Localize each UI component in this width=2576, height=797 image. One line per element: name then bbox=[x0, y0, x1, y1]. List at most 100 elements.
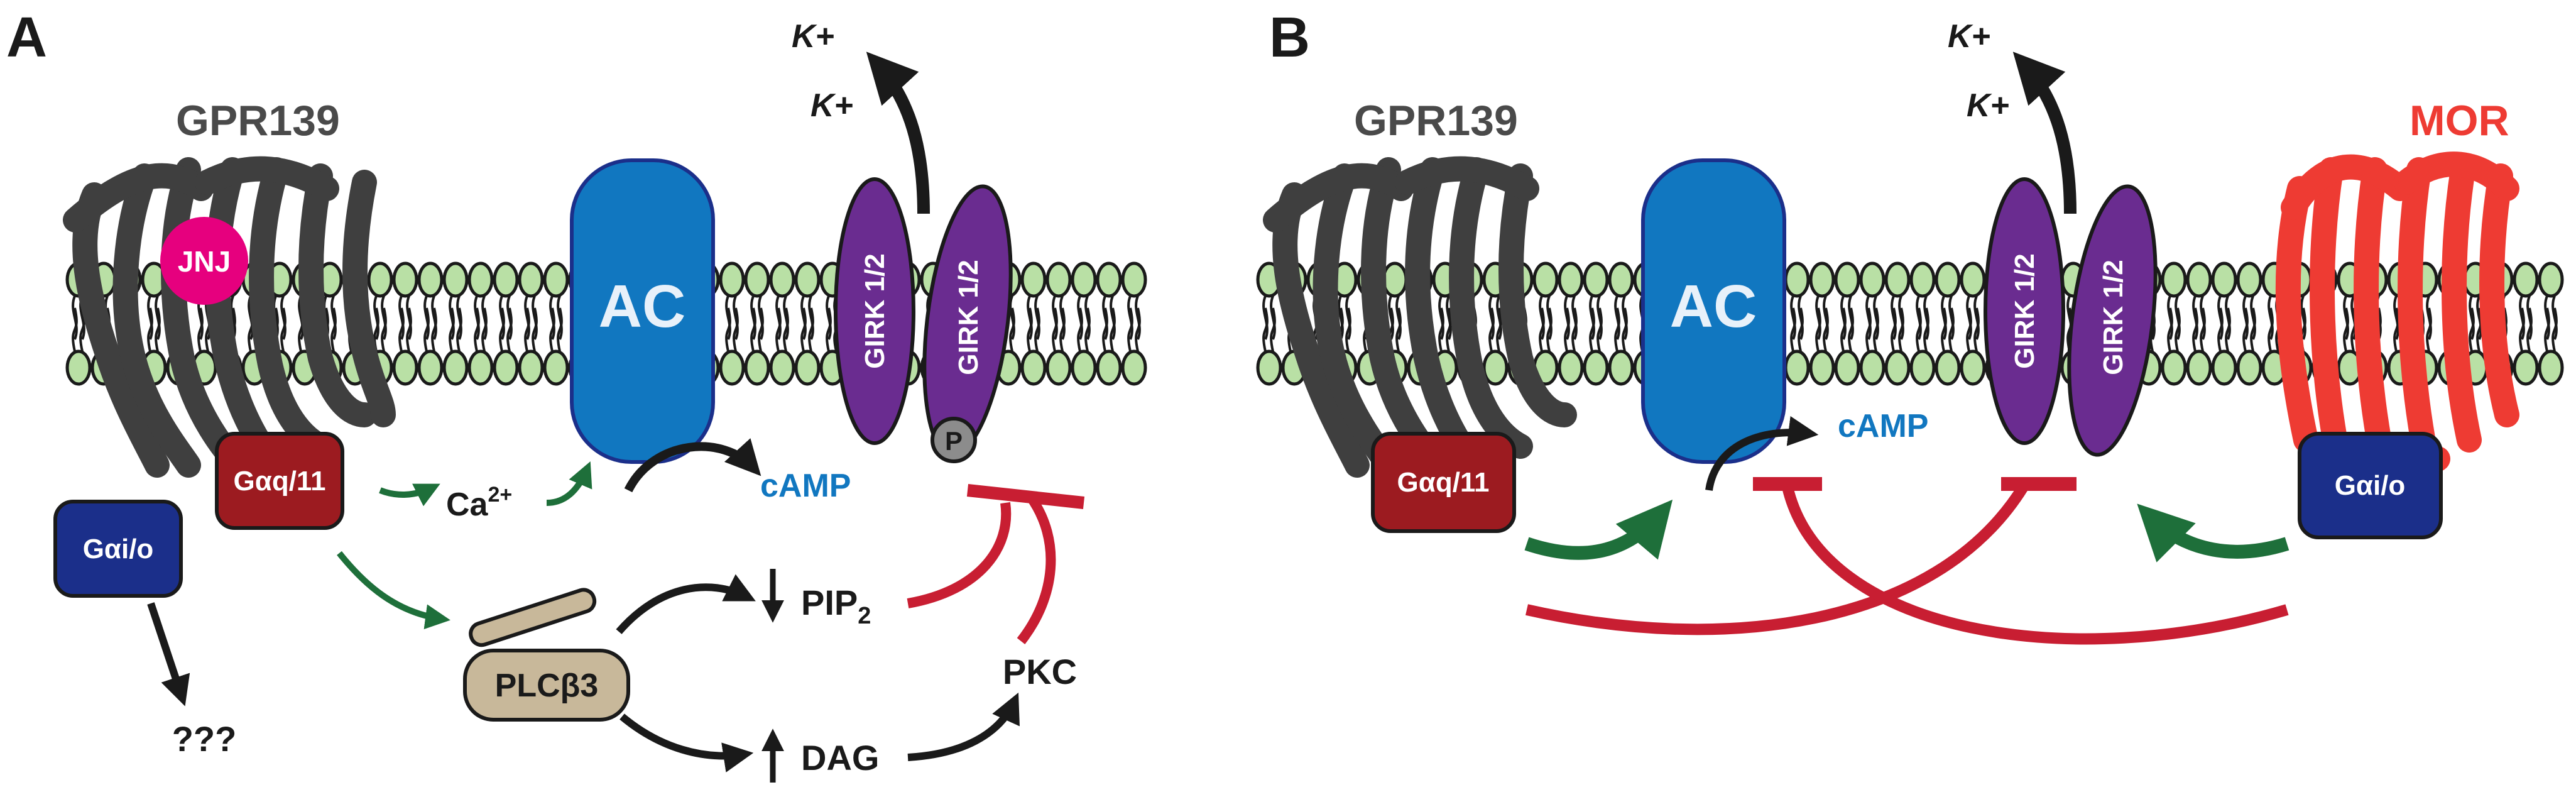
lipid-tail bbox=[398, 295, 405, 340]
lipid-tail bbox=[1614, 307, 1620, 352]
arrow-plc-to-pip2 bbox=[616, 574, 756, 634]
lipid-tail bbox=[373, 295, 379, 340]
lipid-head bbox=[1256, 349, 1282, 386]
lipid-tail bbox=[532, 295, 538, 340]
lipid-head bbox=[518, 349, 544, 386]
lipid-tail bbox=[1798, 295, 1804, 340]
lipid-tail bbox=[1077, 307, 1083, 352]
lipid-tail bbox=[1077, 295, 1083, 340]
lipid-tail bbox=[1135, 307, 1141, 352]
lipid-head bbox=[392, 261, 418, 298]
arrow-ac-to-camp bbox=[624, 438, 761, 493]
lipid-tail bbox=[750, 295, 756, 340]
lipid-tail bbox=[1027, 307, 1033, 352]
lipid-tail bbox=[1546, 295, 1553, 340]
lipid-tail bbox=[1034, 295, 1040, 340]
lipid-tail bbox=[1966, 307, 1972, 352]
g-alpha-i-box-a bbox=[53, 500, 183, 598]
lipid-head bbox=[1935, 349, 1961, 386]
lipid-tail bbox=[1488, 295, 1495, 340]
lipid-tail bbox=[330, 307, 337, 352]
lipid-tail bbox=[1102, 307, 1108, 352]
panel-label-a: A bbox=[6, 6, 47, 69]
lipid-tail bbox=[1446, 295, 1452, 340]
pip2-label: PIP2 bbox=[801, 583, 871, 629]
lipid-tail bbox=[330, 295, 337, 340]
lipid-tail bbox=[1873, 295, 1879, 340]
lipid-head bbox=[1784, 261, 1810, 298]
lipid-tail bbox=[783, 307, 789, 352]
lipid-head bbox=[417, 261, 444, 298]
lipid-head bbox=[1558, 261, 1584, 298]
lipid-head bbox=[1960, 349, 1986, 386]
lipid-tail bbox=[1873, 307, 1879, 352]
lipid-tail bbox=[2268, 307, 2274, 352]
panel-a: A GPR139 JNJ Gαq/11 Gαi/o ??? AC bbox=[6, 6, 1085, 783]
lipid-tail bbox=[2393, 295, 2399, 340]
girk-label-b-1: GIRK 1/2 bbox=[2009, 253, 2040, 368]
lipid-head bbox=[1583, 261, 1609, 298]
lipid-tail bbox=[1135, 295, 1141, 340]
arrow-gq-to-plc bbox=[337, 551, 450, 630]
lipid-head bbox=[2538, 349, 2564, 386]
lipid-tail bbox=[549, 307, 555, 352]
lipid-tail bbox=[1614, 295, 1620, 340]
lipid-head bbox=[417, 349, 444, 386]
lipid-tail bbox=[2268, 295, 2274, 340]
lipid-tail bbox=[1823, 307, 1829, 352]
lipid-tail bbox=[1815, 307, 1821, 352]
receptor-title-b: GPR139 bbox=[1354, 97, 1518, 145]
lipid-head bbox=[1834, 349, 1860, 386]
lipid-tail bbox=[1127, 307, 1133, 352]
lipid-tail bbox=[1084, 307, 1091, 352]
lipid-tail bbox=[1966, 295, 1972, 340]
lipid-head bbox=[794, 261, 821, 298]
g-alpha-q-box-a bbox=[215, 432, 344, 530]
lipid-head bbox=[769, 261, 795, 298]
lipid-tail bbox=[2519, 295, 2525, 340]
lipid-tail bbox=[506, 307, 513, 352]
receptor-title-a: GPR139 bbox=[176, 97, 340, 145]
inhibit-pkc-to-girk bbox=[1017, 493, 1056, 644]
lipid-head bbox=[65, 349, 92, 386]
lipid-tail bbox=[1815, 295, 1821, 340]
lipid-tail bbox=[1916, 307, 1922, 352]
lipid-tail bbox=[1564, 295, 1570, 340]
lipid-tail bbox=[1798, 307, 1804, 352]
arrow-ac-to-camp-b bbox=[1705, 416, 1819, 491]
lipid-tail bbox=[557, 295, 563, 340]
inhibit-gi-to-ac bbox=[1782, 485, 2289, 645]
lipid-head bbox=[1020, 261, 1047, 298]
lipid-head bbox=[2161, 349, 2187, 386]
k-label-a-2: K+ bbox=[810, 87, 853, 124]
lipid-tail bbox=[1059, 295, 1066, 340]
lipid-tail bbox=[1840, 307, 1847, 352]
lipid-head bbox=[1834, 261, 1860, 298]
lipid-tail bbox=[1546, 307, 1553, 352]
lipid-tail bbox=[1102, 295, 1108, 340]
lipid-tail bbox=[1059, 307, 1066, 352]
lipid-head bbox=[1608, 349, 1634, 386]
lipid-tail bbox=[2250, 307, 2256, 352]
lipid-head bbox=[2186, 261, 2212, 298]
lipid-tail bbox=[2343, 295, 2349, 340]
lipid-tail bbox=[1564, 307, 1570, 352]
lipid-tail bbox=[2526, 295, 2533, 340]
lipid-tail bbox=[2225, 295, 2231, 340]
lipid-tail bbox=[1589, 307, 1595, 352]
lipid-tail bbox=[800, 307, 807, 352]
lipid-tail bbox=[1110, 307, 1116, 352]
lipid-head bbox=[2211, 261, 2237, 298]
lipid-tail bbox=[72, 307, 78, 352]
lipid-tail bbox=[1622, 307, 1628, 352]
lipid-tail bbox=[1916, 295, 1922, 340]
jnj-ligand bbox=[160, 217, 248, 305]
lipid-tail bbox=[1923, 307, 1929, 352]
lipid-tail bbox=[1948, 307, 1955, 352]
lipid-tail bbox=[423, 307, 430, 352]
lipid-head bbox=[1784, 349, 1810, 386]
lipid-tail bbox=[1848, 295, 1854, 340]
lipid-tail bbox=[524, 307, 530, 352]
pkc-label: PKC bbox=[1003, 652, 1077, 691]
lipid-tail bbox=[549, 295, 555, 340]
